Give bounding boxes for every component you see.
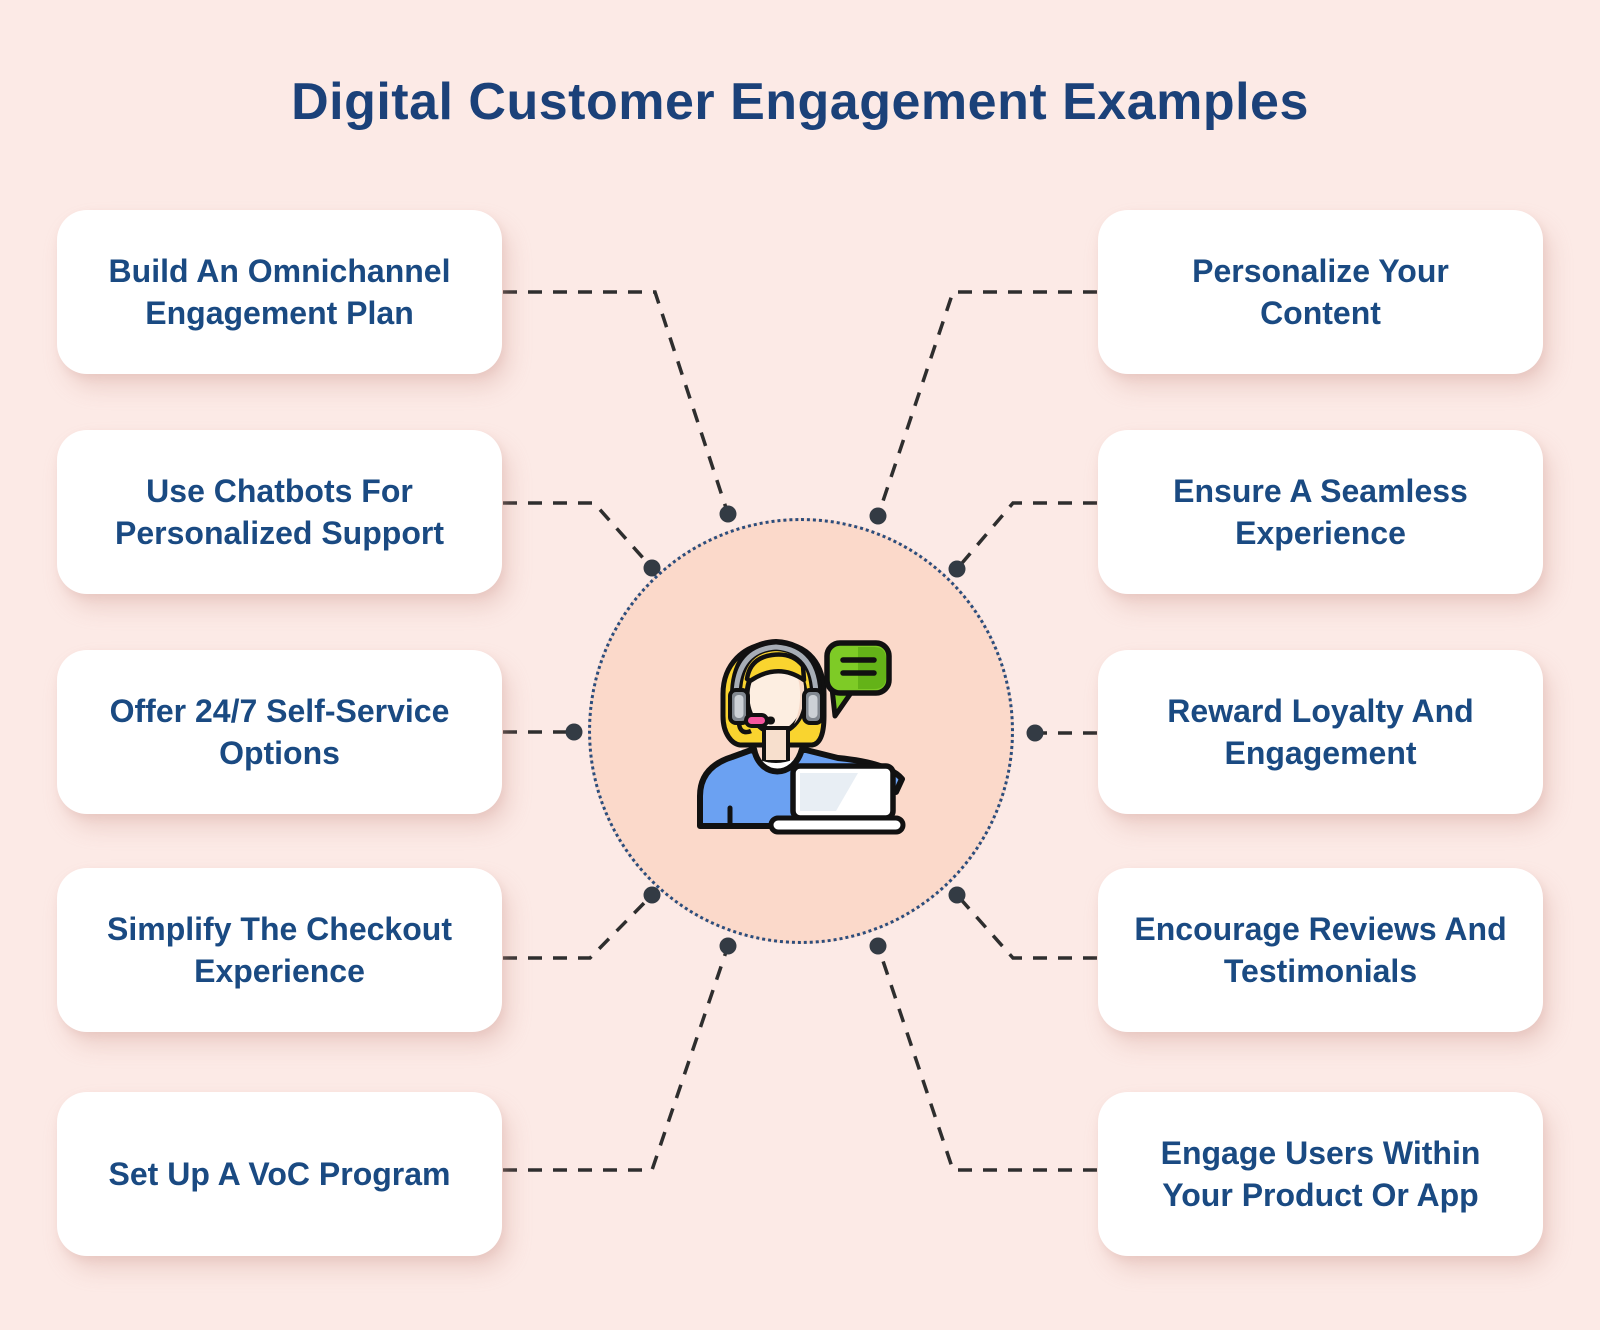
connector-line-left-1 (503, 290, 730, 515)
item-box-omnichannel-plan: Build An Omnichannel Engagement Plan (57, 210, 502, 374)
connector-dot (565, 723, 583, 741)
page-title: Digital Customer Engagement Examples (291, 73, 1309, 131)
bubble-shading (858, 647, 886, 689)
connector-dot (1026, 724, 1044, 742)
headset-band-highlight (733, 644, 819, 703)
hair-fringe (744, 652, 807, 684)
item-label: Encourage Reviews And Testimonials (1134, 910, 1507, 989)
connector-line-left-2 (503, 501, 654, 570)
connector-line-right-1 (876, 290, 1097, 517)
connector-line-left-5 (503, 945, 730, 1172)
item-box-reviews-testimonials: Encourage Reviews And Testimonials (1098, 868, 1543, 1032)
ear-cup-right-inner (808, 695, 818, 718)
connector-line-left-4 (503, 893, 654, 960)
item-label: Build An Omnichannel Engagement Plan (108, 252, 451, 331)
mic-cap (766, 716, 775, 725)
item-box-seamless-experience: Ensure A Seamless Experience (1098, 430, 1543, 594)
item-box-engage-in-product: Engage Users Within Your Product Or App (1098, 1092, 1543, 1256)
item-label: Engage Users Within Your Product Or App (1160, 1134, 1481, 1213)
item-label: Use Chatbots For Personalized Support (115, 472, 444, 551)
item-box-self-service: Offer 24/7 Self-Service Options (57, 650, 502, 814)
connector-dot (719, 505, 737, 523)
item-box-voc-program: Set Up A VoC Program (57, 1092, 502, 1256)
mic-arm (736, 721, 752, 735)
item-box-personalize-content: Personalize Your Content (1098, 210, 1543, 374)
item-box-reward-loyalty: Reward Loyalty And Engagement (1098, 650, 1543, 814)
connector-line-right-2 (955, 501, 1097, 571)
item-label: Simplify The Checkout Experience (107, 910, 452, 989)
support-agent-icon (697, 638, 906, 835)
connector-dot (869, 937, 887, 955)
item-box-checkout: Simplify The Checkout Experience (57, 868, 502, 1032)
item-label: Personalize Your Content (1192, 252, 1449, 331)
item-label: Offer 24/7 Self-Service Options (109, 692, 450, 771)
connector-line-right-5 (876, 945, 1097, 1172)
laptop-screen-highlight (836, 773, 886, 811)
item-label: Reward Loyalty And Engagement (1167, 692, 1474, 771)
connector-dot (869, 507, 887, 525)
item-box-chatbots: Use Chatbots For Personalized Support (57, 430, 502, 594)
speech-bubble-icon (824, 640, 892, 719)
connector-dot (948, 560, 966, 578)
item-label: Ensure A Seamless Experience (1173, 472, 1468, 551)
mic-tip (744, 713, 769, 728)
connector-line-right-4 (955, 893, 1097, 960)
item-label: Set Up A VoC Program (108, 1155, 451, 1192)
connector-dot (948, 886, 966, 904)
laptop-icon (768, 763, 906, 835)
headset-icon (728, 638, 824, 735)
neck (762, 726, 790, 764)
laptop-base (768, 815, 906, 835)
ear-cup-left-inner (734, 695, 744, 718)
connector-dot (719, 937, 737, 955)
